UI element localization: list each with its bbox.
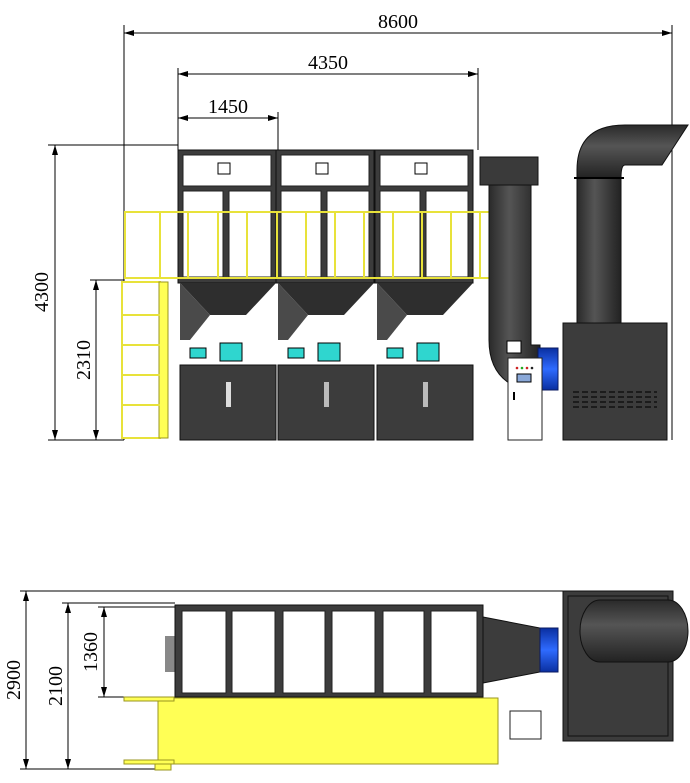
dimension-label: 8600 [378,11,418,33]
logo-icon [506,340,522,354]
dimension-platform-height: 2310 [73,279,124,440]
fan-unit-plan [562,590,689,742]
filter-module [275,149,375,441]
motor-icon [189,347,207,359]
dimension-label: 1360 [80,632,102,672]
dimension-overall-height: 4300 [31,144,178,441]
dimension-overall-depth: 2900 [3,590,563,770]
filter-module [177,149,277,441]
plan-view: 2900 2100 1360 [3,590,689,771]
dimension-label: 2900 [3,660,25,700]
dimension-filter-section-length: 4350 [177,52,479,150]
fan-unit [562,322,668,441]
dimension-label: 2100 [45,666,67,706]
control-cabinet-plan [509,710,542,740]
filter-module [374,149,474,441]
dimension-label: 4350 [308,52,348,74]
logo-icon [315,162,329,175]
filter-modules [177,149,474,441]
hmi-screen [516,373,532,383]
dimension-body-depth: 1360 [80,606,175,698]
ladder [121,281,169,439]
control-cabinet [507,357,543,441]
exhaust-stack [574,124,689,324]
dimension-label: 1450 [208,96,248,118]
rotary-valve-icon [219,342,243,362]
dimension-module-width: 1450 [178,96,279,150]
motor-icon [287,347,305,359]
platform-plan [123,696,499,771]
dimension-platform-depth: 2100 [45,602,175,769]
collector-body-plan [165,604,484,698]
transition-duct-plan [482,616,559,684]
front-view: 8600 4350 1450 4300 2310 [31,11,689,441]
dimension-label: 4300 [31,272,53,312]
logo-icon [217,162,231,175]
dimension-label: 2310 [73,340,95,380]
platform-railing [124,211,492,279]
rotary-valve-icon [317,342,341,362]
logo-icon [414,162,428,175]
outlet-duct [479,156,559,391]
rotary-valve-icon [416,342,440,362]
motor-icon [386,347,404,359]
